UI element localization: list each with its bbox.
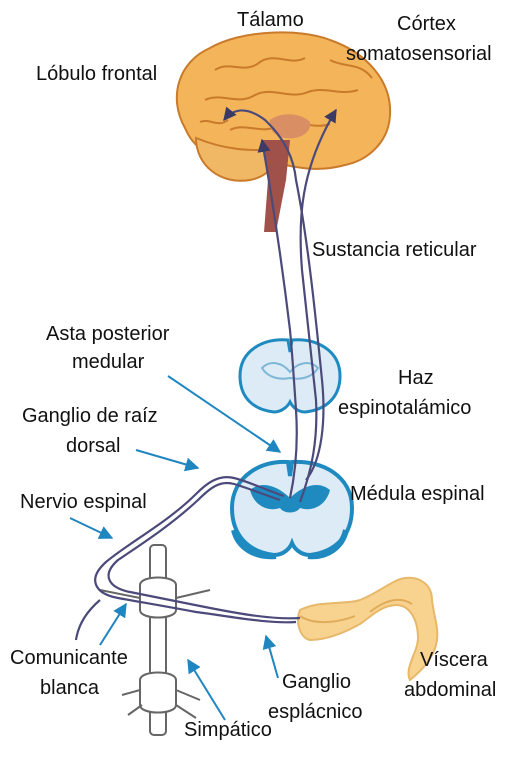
communicating-ramus <box>74 599 101 641</box>
visceral-afferent-fiber-2 <box>94 476 297 624</box>
spinothalamic-tract-3 <box>223 106 325 481</box>
label-cortex-line1: Córtex <box>397 13 456 35</box>
label-ganglio-espl-line1: Ganglio <box>282 671 351 693</box>
lower-cord-shading <box>231 529 349 560</box>
visceral-afferent-fiber <box>107 481 301 620</box>
arrow-ganglio-espl <box>262 634 279 679</box>
upper-cord-outline <box>238 338 342 414</box>
label-talamo: Tálamo <box>237 9 304 31</box>
label-medula-espinal: Médula espinal <box>350 483 485 505</box>
brainstem <box>262 140 290 232</box>
label-viscera-line2: abdominal <box>404 679 496 701</box>
label-viscera-line1: Víscera <box>420 649 489 671</box>
label-nervio-espinal: Nervio espinal <box>20 491 147 513</box>
thalamus-shape <box>269 114 311 139</box>
label-ganglio-espl-line2: esplácnico <box>268 701 363 723</box>
label-asta-line2: medular <box>72 351 145 373</box>
label-haz-line1: Haz <box>398 367 434 389</box>
intestine <box>297 576 439 682</box>
intestine-folds <box>299 598 413 623</box>
label-comunicante-line2: blanca <box>40 677 100 699</box>
label-simpatico: Simpático <box>184 719 272 741</box>
brain <box>175 31 392 232</box>
arrow-comunicante <box>99 602 127 646</box>
lower-cord-section <box>229 459 355 560</box>
label-cortex-line2: somatosensorial <box>346 43 492 65</box>
label-haz-line2: espinotalámico <box>338 397 471 419</box>
arrow-ganglio-raiz <box>135 449 200 472</box>
label-ganglio-raiz-line1: Ganglio de raíz <box>22 405 158 427</box>
chain-rami <box>99 589 211 719</box>
upper-cord-section <box>238 338 342 414</box>
label-lobulo-frontal: Lóbulo frontal <box>36 63 157 85</box>
upper-cord-gray-matter <box>260 362 320 380</box>
leader-arrows <box>69 375 282 721</box>
spinothalamic-tract-2 <box>298 108 337 503</box>
chain-ganglion-2 <box>139 671 177 714</box>
sympathetic-chain <box>99 544 211 736</box>
arrow-asta <box>167 375 282 453</box>
arrow-nervio <box>69 517 114 539</box>
arrow-simpatico <box>187 658 226 721</box>
label-comunicante-line1: Comunicante <box>10 647 128 669</box>
abdominal-viscera <box>297 576 439 682</box>
label-asta-line1: Asta posterior <box>46 323 170 345</box>
labels: Tálamo Córtex somatosensorial Lóbulo fro… <box>10 9 496 741</box>
nerve-pathway <box>74 106 337 641</box>
label-sustancia-reticular: Sustancia reticular <box>312 239 477 261</box>
spinothalamic-tract-1 <box>257 138 298 499</box>
label-ganglio-raiz-line2: dorsal <box>66 435 120 457</box>
